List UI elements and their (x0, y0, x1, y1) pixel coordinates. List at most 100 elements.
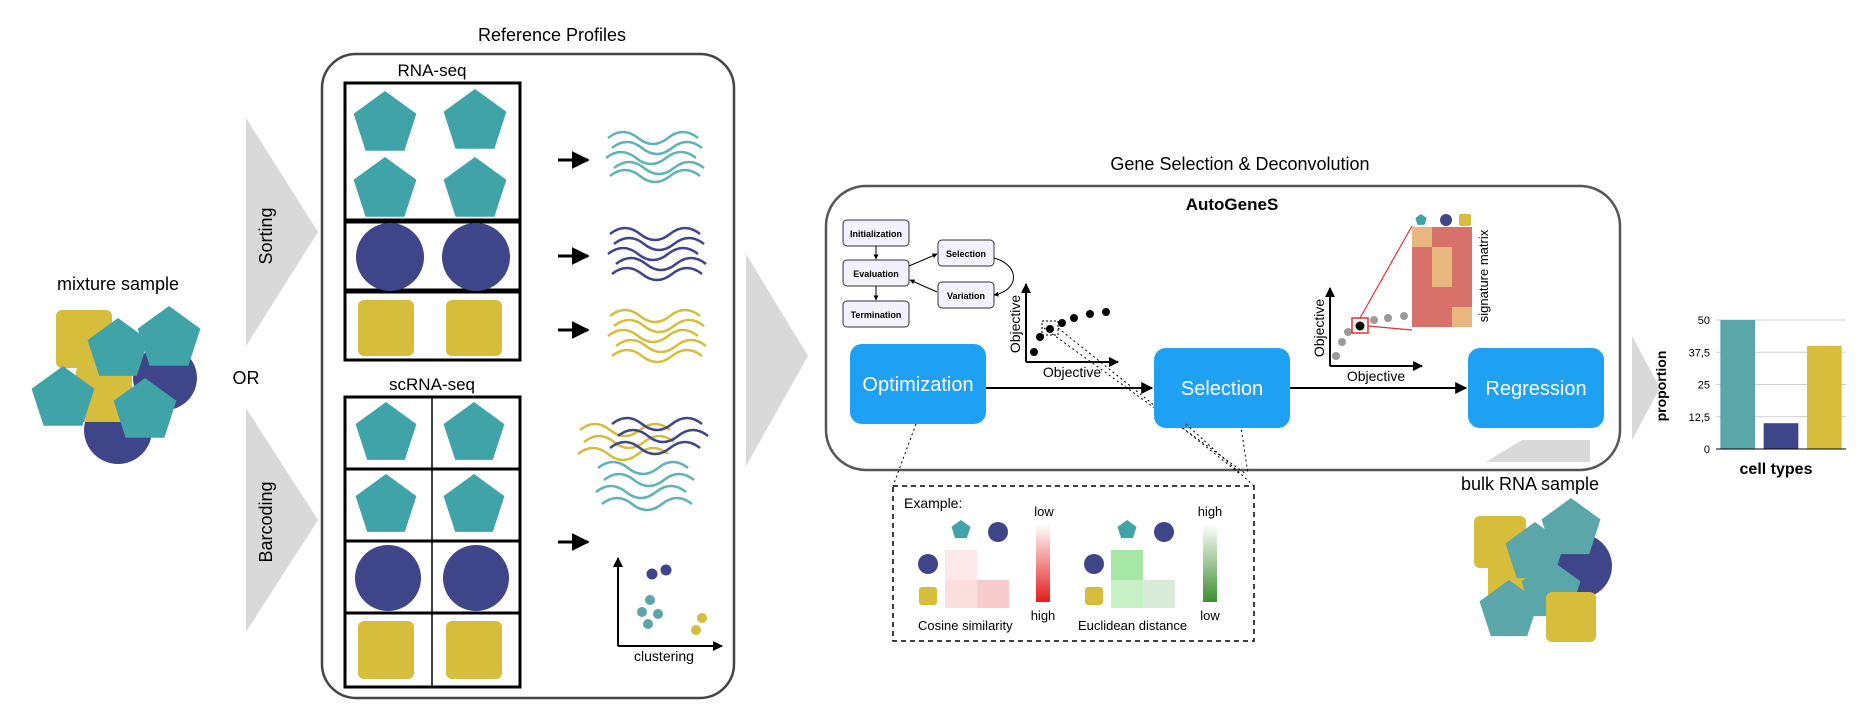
navy-expression-profile-icon (607, 226, 707, 282)
optimization-label: Optimization (862, 374, 973, 396)
chart-y-tick-label: 37,5 (1689, 347, 1710, 359)
circle-icon (1084, 554, 1104, 574)
flow-variation: Variation (947, 291, 985, 301)
euclid-color-scale (1203, 524, 1217, 602)
bulk-label: bulk RNA sample (1461, 474, 1599, 494)
teal-expression-profile-icon (605, 130, 705, 184)
or-label: OR (233, 368, 260, 388)
flow-evaluation: Evaluation (853, 269, 899, 279)
rnaseq-circle (442, 223, 510, 291)
square-icon (1459, 214, 1471, 226)
pareto-axis-x: Objective (1043, 364, 1102, 380)
rnaseq-pentagon (443, 89, 507, 149)
autogenes-frame (824, 184, 1622, 472)
barcoding-chevron (246, 408, 318, 632)
clustering-label: clustering (634, 648, 694, 664)
chart-x-label: cell types (1740, 461, 1813, 478)
rnaseq-label: RNA-seq (398, 61, 467, 80)
pentagon-icon (1117, 520, 1137, 539)
mixture-sample: mixture sample OR (31, 274, 260, 464)
chart-bar-teal (1720, 320, 1755, 449)
scrnaseq-circle (443, 545, 509, 611)
circle-icon (988, 522, 1008, 542)
optimization-box (850, 344, 986, 424)
reference-profiles-panel: Reference Profiles RNA-seq scRNA-seq (320, 25, 736, 700)
signature-matrix-label: signature matrix (1476, 229, 1491, 322)
chart-y-tick-label: 25 (1698, 380, 1710, 392)
bulk-square-3 (1546, 592, 1596, 642)
rnaseq-pentagon (353, 91, 417, 151)
flow-selection: Selection (946, 249, 986, 259)
clustering-plot: clustering (613, 557, 723, 664)
euclid-low-label: low (1200, 608, 1220, 623)
euclid-high-label: high (1198, 504, 1223, 519)
example-title: Example: (904, 495, 962, 511)
selection-axis-x: Objective (1347, 368, 1406, 384)
reference-frame (320, 52, 736, 700)
mustard-expression-profile-icon (607, 308, 707, 364)
rnaseq-circle (356, 223, 424, 291)
gene-selection-title: Gene Selection & Deconvolution (1110, 154, 1369, 174)
rnaseq-mustard-cell (343, 290, 522, 362)
square-icon (919, 587, 937, 605)
rnaseq-pentagon (353, 157, 417, 217)
selection-label: Selection (1181, 378, 1263, 400)
circle-icon (1440, 214, 1452, 226)
cosine-label: Cosine similarity (918, 618, 1013, 633)
rnaseq-pentagon (443, 157, 507, 217)
rnaseq-square (446, 300, 502, 356)
circle-icon (918, 554, 938, 574)
circle-icon (1154, 522, 1174, 542)
scrnaseq-pentagon (355, 402, 417, 460)
chart-y-tick-label: 0 (1704, 444, 1710, 456)
flow-initialization: Initialization (850, 229, 902, 239)
signature-matrix: signature matrix (1412, 214, 1491, 327)
scrnaseq-square (446, 621, 502, 679)
rnaseq-teal-cell (343, 81, 522, 222)
reference-title: Reference Profiles (478, 25, 626, 45)
sorting-chevron (246, 118, 318, 346)
pareto-front-plot: Objective Objective (1007, 283, 1119, 380)
barcoding-label: Barcoding (256, 481, 276, 562)
mixed-expression-profile-icon (577, 416, 709, 512)
cosine-color-scale (1036, 524, 1050, 602)
mixture-label: mixture sample (57, 274, 179, 294)
chart-bar-navy (1763, 423, 1799, 449)
cosine-high-label: high (1031, 608, 1056, 623)
autogenes-label: AutoGeneS (1186, 195, 1279, 214)
chart-y-tick-label: 12,5 (1689, 412, 1710, 424)
chart-bars (1720, 320, 1842, 449)
scrnaseq-square (358, 621, 414, 679)
transition-chevron (746, 254, 808, 466)
rnaseq-square (358, 300, 414, 356)
euclidean-label: Euclidean distance (1078, 618, 1187, 633)
chart-y-ticks: 0 12,5 25 37,5 50 (1689, 315, 1710, 456)
chart-y-label: proportion (1653, 351, 1669, 422)
example-box: Example: Cosine similarity low high Eucl… (892, 423, 1255, 642)
scrnaseq-pentagon (355, 474, 417, 532)
genetic-algorithm-flow: Initialization Evaluation Termination Se… (842, 219, 1014, 328)
output-chevron (1632, 336, 1660, 440)
rnaseq-navy-cell (343, 220, 522, 292)
pentagon-icon (951, 520, 971, 539)
selection-box (1154, 348, 1290, 428)
chart-y-tick-label: 50 (1698, 315, 1710, 327)
proportion-bar-chart: 0 12,5 25 37,5 50 proportion cell types (1653, 315, 1846, 478)
square-icon (1085, 587, 1103, 605)
pareto-axis-y: Objective (1007, 295, 1023, 354)
selection-axis-y: Objective (1311, 299, 1327, 358)
mixture-pentagon-2 (137, 306, 201, 366)
pentagon-icon (1415, 214, 1427, 225)
bulk-rna-sample: bulk RNA sample (1461, 474, 1612, 642)
cosine-low-label: low (1034, 504, 1054, 519)
scrnaseq-pentagon (443, 474, 505, 532)
regression-box (1468, 348, 1604, 428)
regression-label: Regression (1485, 378, 1586, 400)
flow-termination: Termination (851, 310, 902, 320)
scrnaseq-pentagon (443, 402, 505, 460)
sorting-label: Sorting (256, 207, 276, 264)
selection-plot: Objective Objective (1311, 225, 1423, 384)
bulk-input-chevron (1486, 440, 1590, 462)
chart-bar-mustard (1807, 345, 1842, 449)
